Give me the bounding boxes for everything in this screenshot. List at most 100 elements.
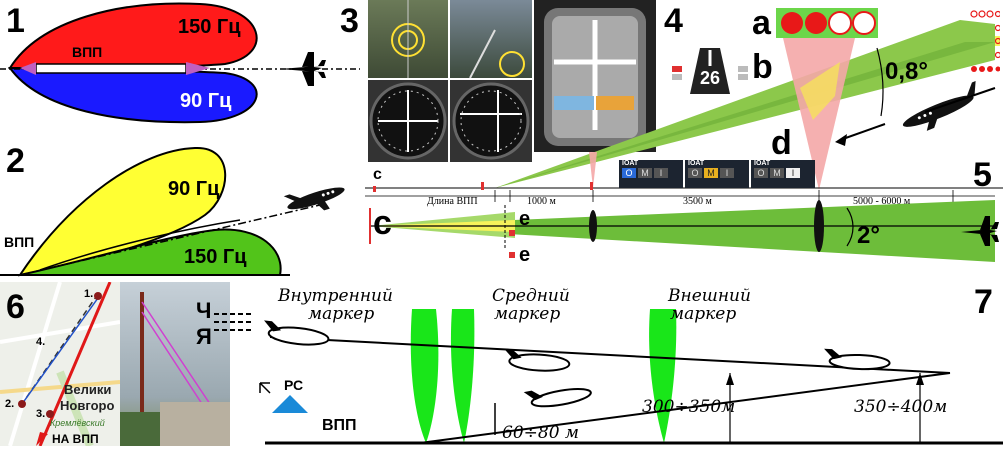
airplane-icon-4 xyxy=(523,387,592,408)
angle-arc-bottom xyxy=(846,207,854,247)
panel-5: 5 0,8° 2° d c c e e Длина ВПП 1000 м 350… xyxy=(365,0,1003,275)
marker-lens-outer xyxy=(814,200,824,252)
antenna-photo xyxy=(120,282,230,446)
lobe-top-label: 150 Гц xyxy=(178,16,241,38)
ioat-panel-middle: IOAT O M I xyxy=(685,160,749,188)
city-line-1: Велики xyxy=(64,382,112,397)
yellow-overlap xyxy=(800,62,840,120)
marker-beacon-diagram xyxy=(259,309,1003,445)
ioat-label: IOAT xyxy=(622,160,639,167)
ioat-label: IOAT xyxy=(754,160,771,167)
pink-cone-middle xyxy=(589,152,597,188)
ils-geometry xyxy=(365,20,1003,262)
panel-6-map: 6 1. 2. 3. 4. Велики Новгоро Кремлёвский… xyxy=(0,282,120,446)
middle-marker-cone xyxy=(450,309,475,443)
panel-7: 7 Внутренний маркер Средний маркер Внешн… xyxy=(230,275,1003,446)
label-e-top: e xyxy=(519,208,531,230)
glide-path xyxy=(19,204,321,276)
airplane-icon-2 xyxy=(504,348,571,372)
papi-lights xyxy=(776,8,878,38)
attitude-indicator-photo xyxy=(534,0,656,152)
angle-arc-top xyxy=(876,47,884,117)
angle-bottom-label: 2° xyxy=(857,222,880,249)
label-a: a xyxy=(752,4,771,42)
localizer-beam xyxy=(370,200,995,262)
level-flight-path xyxy=(269,336,951,374)
airplane-icon-glideslope xyxy=(902,80,976,131)
runway-threshold-icon: 26 xyxy=(668,46,752,96)
ya-label: Я xyxy=(196,324,212,349)
point-3: 3. xyxy=(36,408,46,420)
middle-marker-label-1: Средний xyxy=(492,286,570,306)
ils-gauge-right xyxy=(450,80,532,162)
city-line-2: Новгоро xyxy=(60,398,115,413)
inner-marker-cone xyxy=(410,309,439,443)
dist-60-80: 60÷80 м xyxy=(502,423,580,443)
point-4: 4. xyxy=(36,336,46,348)
panel-2-number: 2 xyxy=(6,142,25,180)
omi-o: O xyxy=(688,168,702,178)
label-d: d xyxy=(771,124,792,162)
label-b: b xyxy=(752,48,773,86)
lobe-inner xyxy=(39,219,241,271)
alt-300-350: 300÷350м xyxy=(642,397,736,417)
marker-lens-middle xyxy=(589,210,597,242)
to-runway-label: НА ВПП xyxy=(52,432,99,446)
lobe-bottom-label: 90 Гц xyxy=(180,90,232,112)
airplane-icon xyxy=(280,52,326,86)
rs-label: РС xyxy=(284,377,304,393)
kremlin-label: Кремлёвский xyxy=(50,418,105,428)
runway-number: 26 xyxy=(699,68,721,88)
cockpit-view-left xyxy=(368,0,448,78)
inner-marker-label-1: Внутренний xyxy=(278,286,393,306)
ils-gauge-left xyxy=(368,80,448,162)
ioat-panel-outer: IOAT O M I xyxy=(619,160,683,188)
omi-o: O xyxy=(754,168,768,178)
ch-ya-marker: Ч Я xyxy=(196,298,256,349)
outer-marker-label-1: Внешний xyxy=(668,286,751,306)
glideslope-beam xyxy=(495,20,995,188)
label-c-big: c xyxy=(373,204,392,242)
panel-7-number: 7 xyxy=(974,283,993,321)
runway-rect xyxy=(35,63,187,74)
airplane-icon-3 xyxy=(824,348,891,371)
point-2: 2. xyxy=(5,398,15,410)
airplane-icon-1 xyxy=(264,320,330,346)
runway-label: ВПП xyxy=(4,234,35,250)
panel-1-number: 1 xyxy=(6,2,25,40)
omi-m: M xyxy=(638,168,652,178)
point-1: 1. xyxy=(84,288,94,300)
omi-i: I xyxy=(654,168,668,178)
label-e-bottom: e xyxy=(519,244,531,266)
panel-5-number: 5 xyxy=(973,156,992,194)
runway-label: ВПП xyxy=(72,44,103,60)
panel-3-number: 3 xyxy=(340,2,359,40)
omi-i: I xyxy=(786,168,800,178)
runway-label: ВПП xyxy=(322,417,357,434)
omi-m: M xyxy=(770,168,784,178)
ioat-label: IOAT xyxy=(688,160,705,167)
middle-marker-label-2: маркер xyxy=(494,304,561,324)
panel-4-number: 4 xyxy=(664,2,683,40)
lobe-top-label: 90 Гц xyxy=(168,178,220,200)
seg-runway: Длина ВПП xyxy=(427,196,478,207)
rs-antenna xyxy=(272,395,308,413)
inner-marker-label-2: маркер xyxy=(308,304,375,324)
localizer-diagram xyxy=(0,2,360,124)
glideslope-beam-inner xyxy=(495,42,995,188)
descent-path xyxy=(419,372,951,444)
panel-1: 1 150 Гц 90 Гц ВПП xyxy=(0,0,360,125)
glideslope-diagram xyxy=(0,146,345,277)
label-c-small: c xyxy=(373,166,382,183)
airplane-icon-localizer xyxy=(961,216,999,246)
runway-pink-right xyxy=(186,62,210,75)
angle-top-label: 0,8° xyxy=(885,58,928,85)
panel-2: 2 90 Гц 150 Гц ВПП xyxy=(0,130,365,280)
outer-marker-cone xyxy=(649,309,677,443)
seg-1000: 1000 м xyxy=(527,196,556,207)
seg-3500: 3500 м xyxy=(683,196,712,207)
seg-far: 5000 - 6000 м xyxy=(853,196,911,207)
omi-m: M xyxy=(704,168,718,178)
ioat-panel-inner: IOAT O M I xyxy=(751,160,815,188)
runway-pink-left xyxy=(20,62,36,75)
